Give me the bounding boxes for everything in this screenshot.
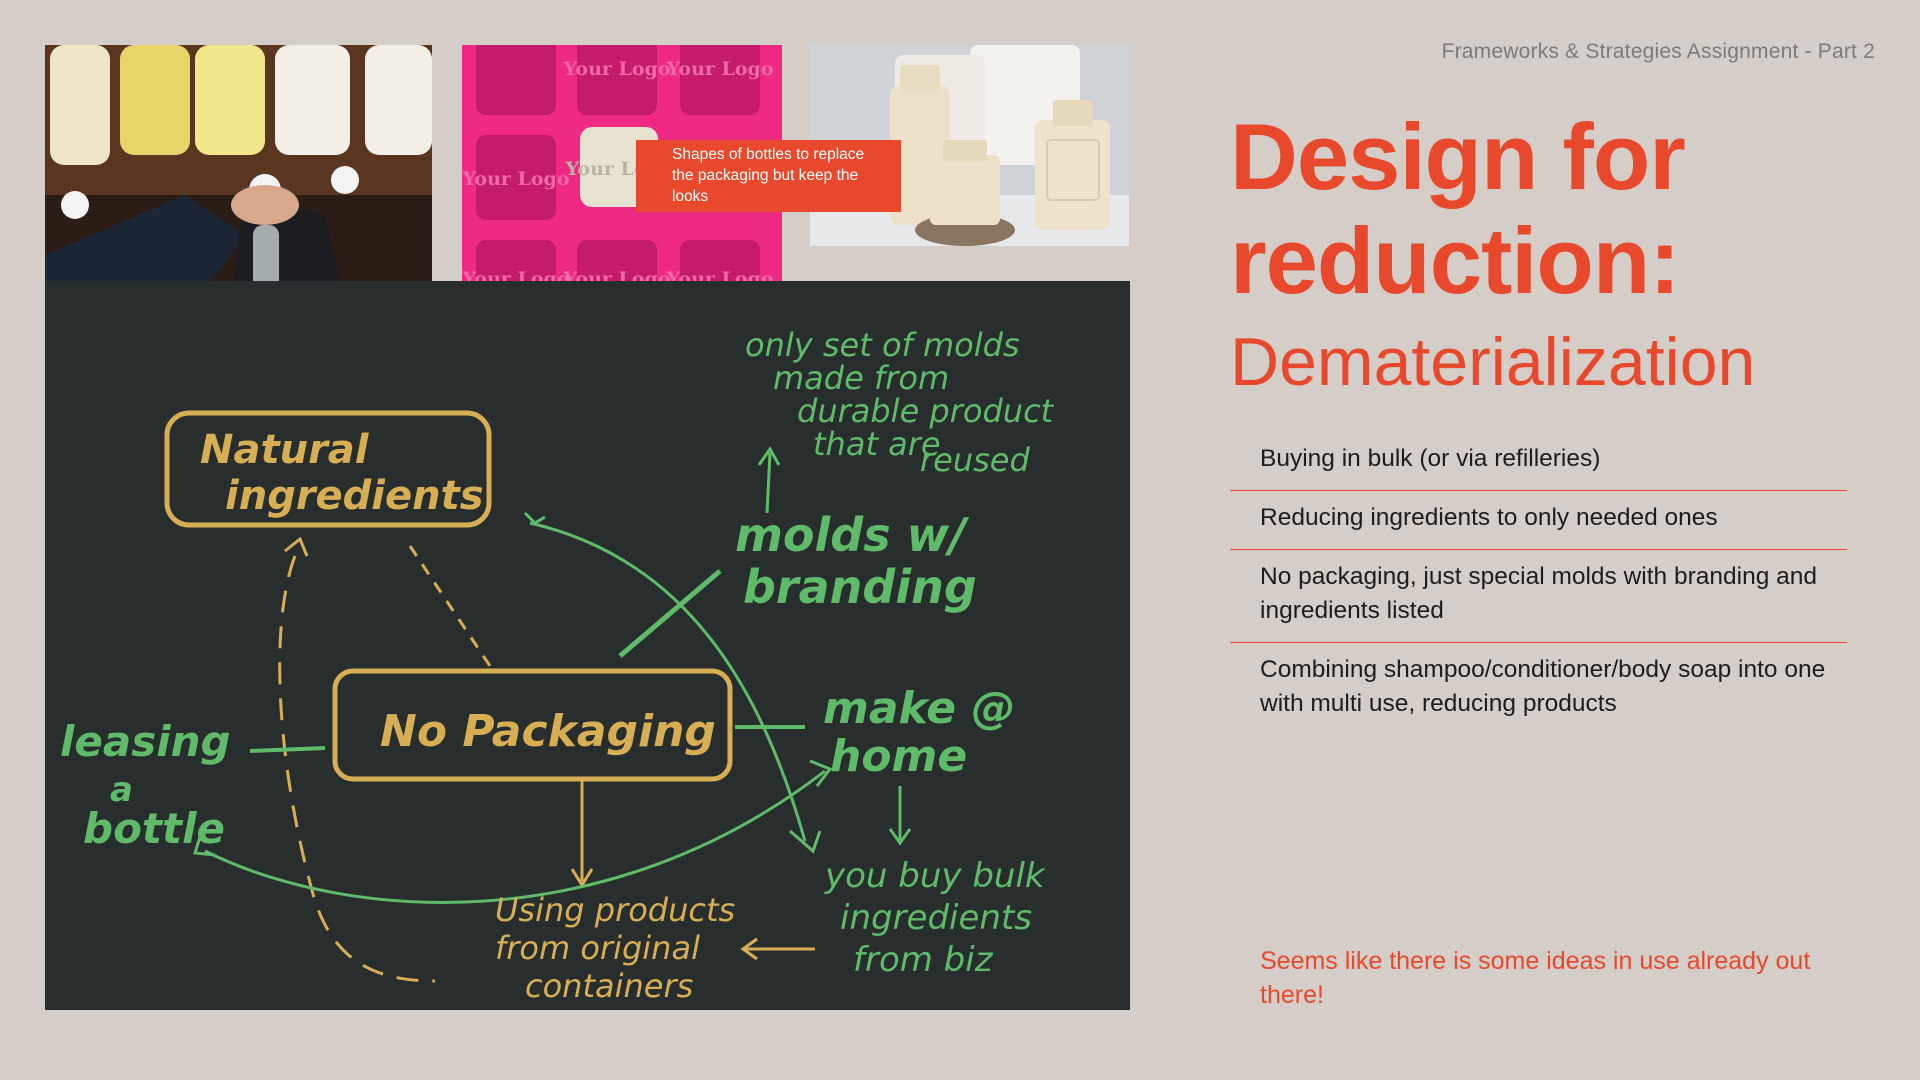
assignment-header: Frameworks & Strategies Assignment - Par… [1442,40,1875,64]
make-label-line2: home [830,731,967,782]
slide-title: Design for reduction: [1230,105,1870,313]
slide-subtitle: Dematerialization [1230,322,1755,402]
using-label-line2: from original [495,929,700,967]
bullet-list: Buying in bulk (or via refilleries) Redu… [1230,432,1847,735]
bullet-item: Reducing ingredients to only needed ones [1230,491,1847,550]
bullet-item: Buying in bulk (or via refilleries) [1230,432,1847,491]
closing-note: Seems like there is some ideas in use al… [1260,944,1820,1012]
using-label-line3: containers [525,967,693,1005]
make-label-line1: make @ [823,683,1015,734]
leasing-label-line1: leasing [60,717,231,766]
molds-label-line1: molds w/ [735,508,969,562]
mold-logo-text: Your Logo [462,168,570,190]
mold-logo-text: Your Logo [665,58,773,80]
no-packaging-label: No Packaging [380,706,716,757]
bulk-label-line1: you buy bulk [824,856,1046,896]
mold-logo-text: Your Logo [562,58,670,80]
using-label-line1: Using products [495,891,735,929]
callout-text: Shapes of bottles to replace the packagi… [672,146,864,205]
bulk-label-line3: from biz [853,940,994,980]
chalkboard-mind-map: Natural ingredients No Packaging Using p… [45,281,1130,1010]
bullet-item: Combining shampoo/conditioner/body soap … [1230,643,1847,735]
mind-map-drawing: Natural ingredients No Packaging Using p… [45,281,1130,1010]
leasing-label-line3: bottle [83,804,225,853]
bullet-item: No packaging, just special molds with br… [1230,550,1847,643]
molds-label-line2: branding [743,560,977,614]
callout-label: Shapes of bottles to replace the packagi… [636,140,901,212]
natural-label-line1: Natural [200,427,370,473]
molds-note-line5: reused [920,441,1030,479]
bulk-label-line2: ingredients [840,898,1032,938]
natural-label-line2: ingredients [225,473,484,519]
